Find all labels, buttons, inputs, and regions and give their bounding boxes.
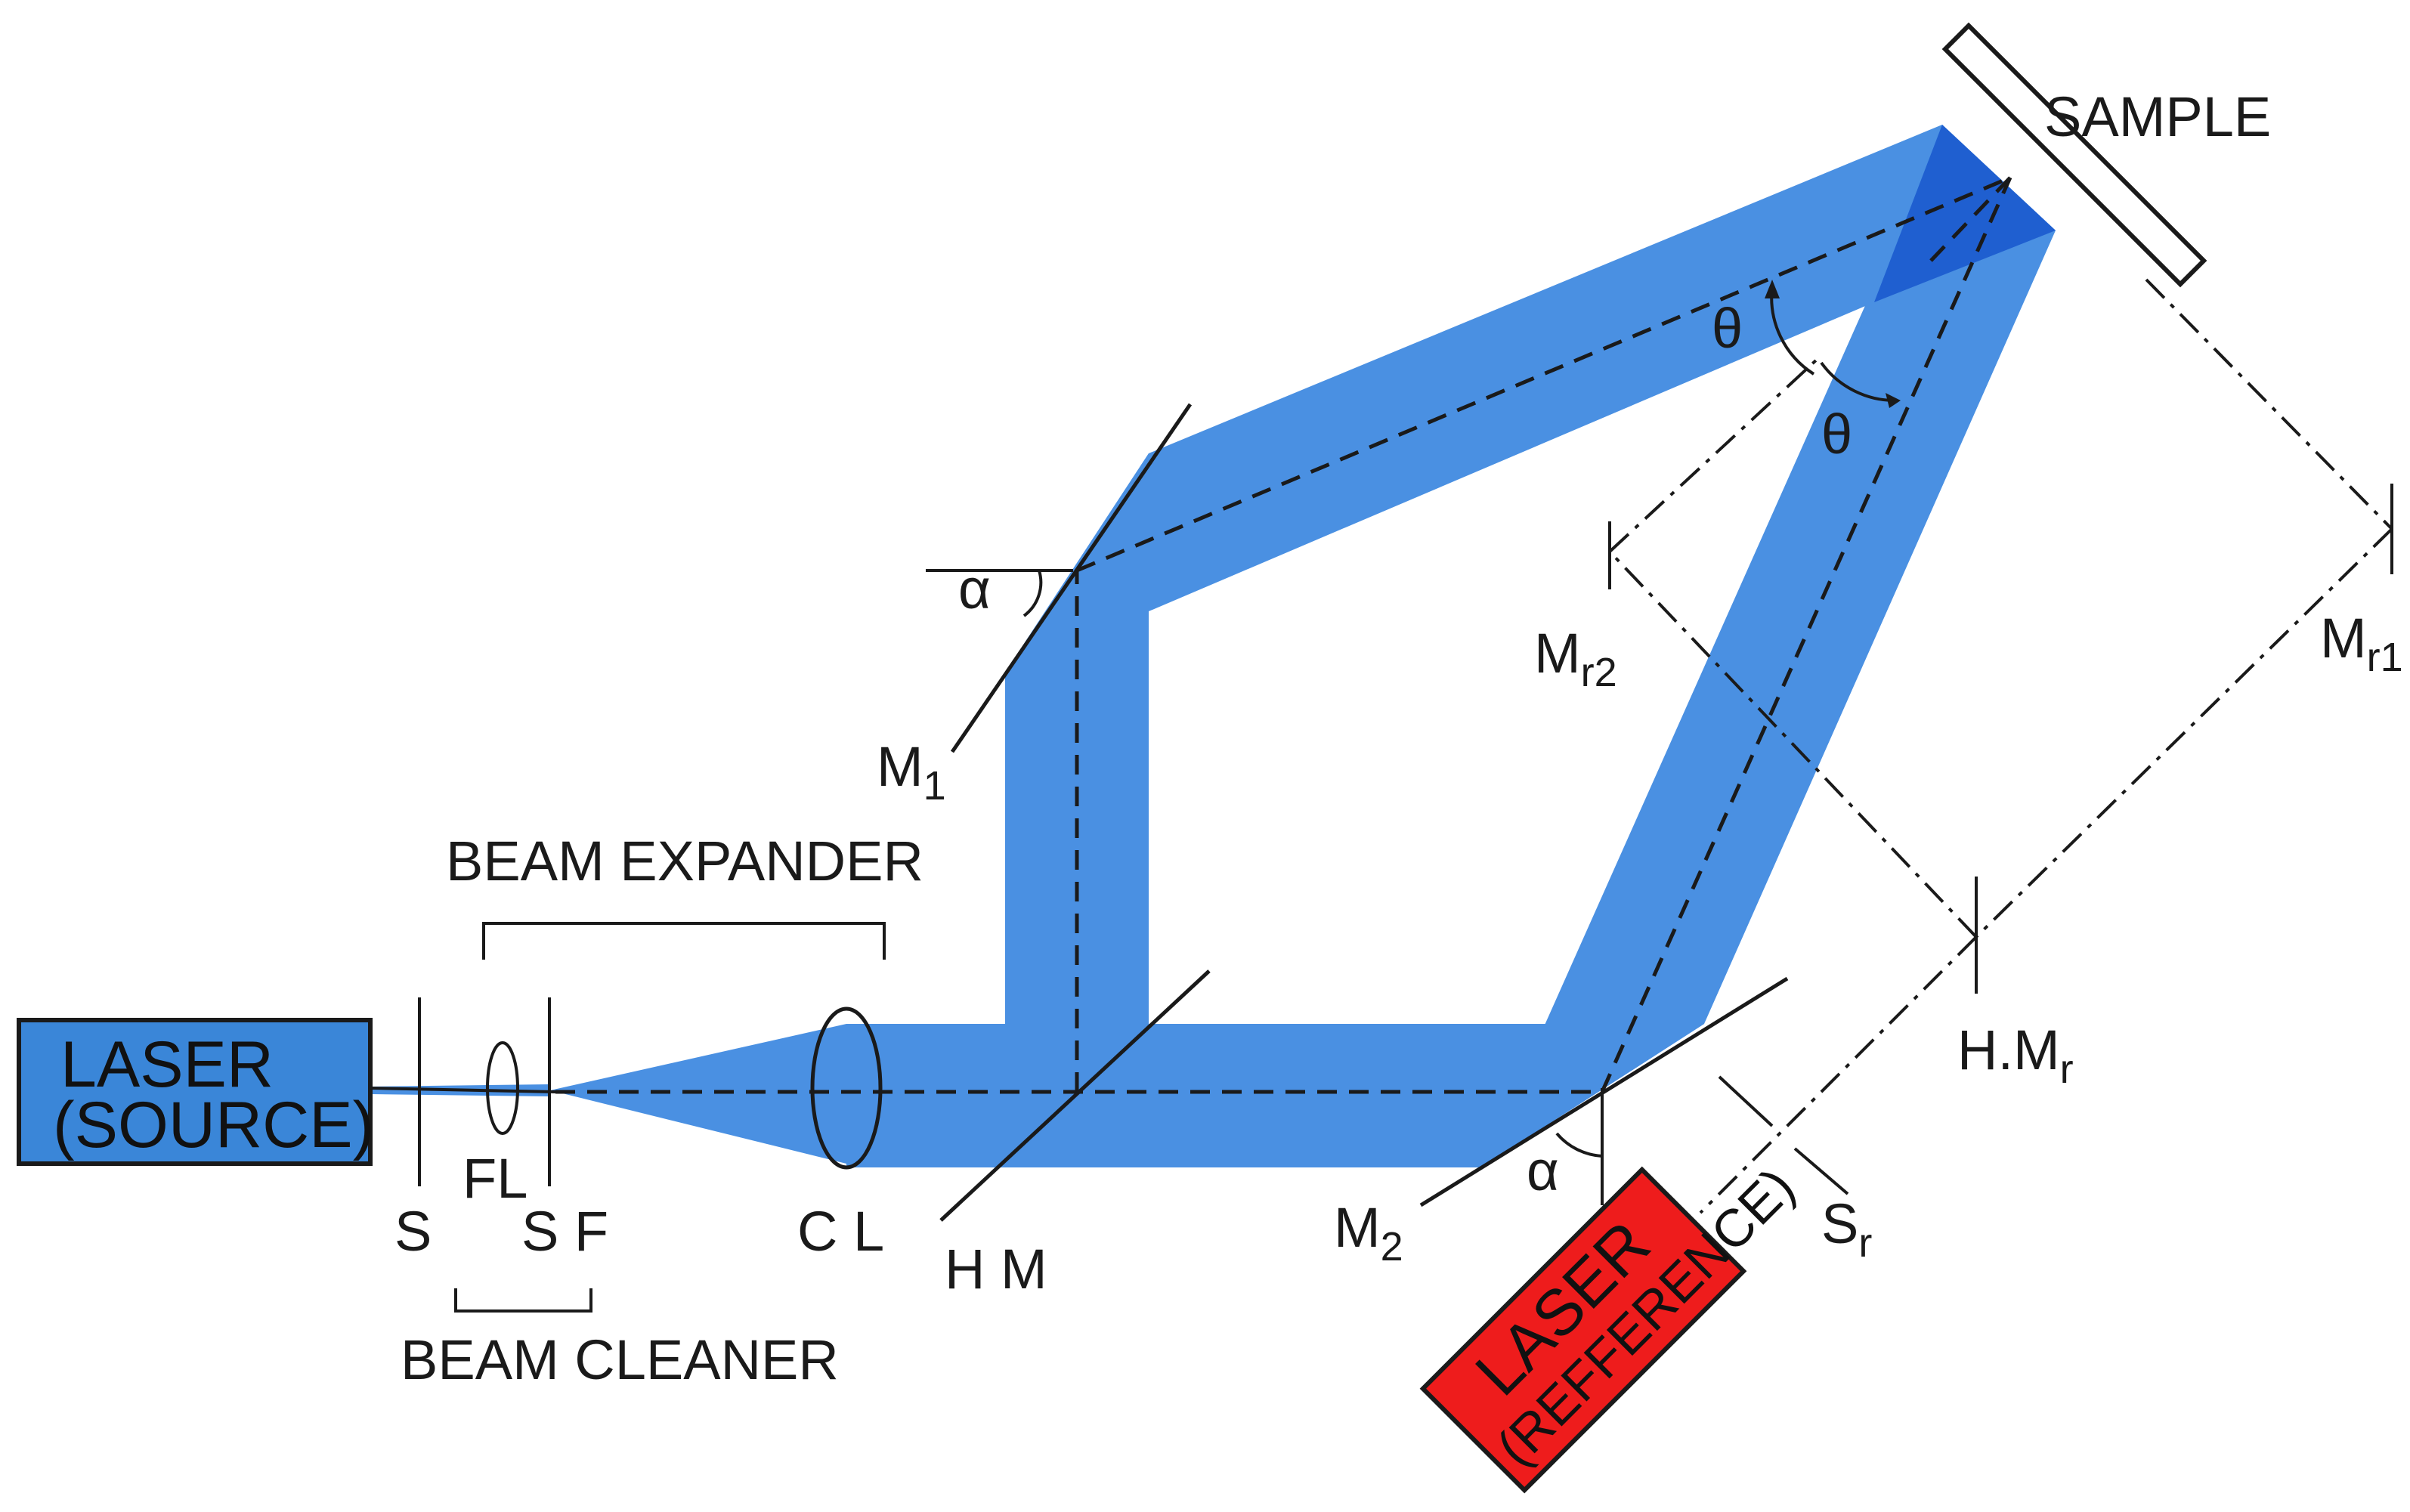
theta-top-label: θ	[1712, 297, 1743, 360]
beam-overlap-region	[1874, 125, 2056, 302]
alpha-bottom-label: α	[1527, 1139, 1559, 1202]
reference-beam-to-sample	[1481, 125, 2056, 1167]
sr-label: Sr	[1821, 1192, 1872, 1266]
beam-expander-label: BEAM EXPANDER	[446, 830, 923, 892]
laser-source-label-line1: LASER	[60, 1028, 274, 1101]
object-beam-to-sample	[1005, 125, 2056, 673]
beam-expander-bracket	[482, 922, 886, 960]
m2-label: M2	[1334, 1196, 1403, 1269]
laser-source-box[interactable]	[17, 1018, 373, 1166]
mr1-label: Mr1	[2320, 607, 2403, 680]
focusing-lens-fl	[486, 1041, 519, 1135]
theta-bottom-label: θ	[1821, 403, 1852, 465]
brackets	[454, 922, 886, 1313]
beam-cleaner-bracket	[454, 1288, 592, 1313]
labels: SAMPLE BEAM EXPANDER BEAM CLEANER S FL S…	[394, 85, 2403, 1391]
sf-label: S F	[521, 1200, 608, 1263]
mirror-m2	[1419, 976, 1789, 1207]
alpha-top-label: α	[958, 558, 991, 620]
half-mirror-hm	[939, 969, 1211, 1222]
sample-plate[interactable]	[1941, 22, 2207, 288]
horizontal-beam	[846, 1024, 1704, 1167]
fl-label: FL	[463, 1147, 527, 1210]
optical-elements	[371, 403, 1789, 1222]
hm-label: H M	[945, 1238, 1047, 1300]
angle-markers	[1022, 280, 1901, 1158]
slit-s-label: S	[394, 1200, 432, 1263]
beam-cleaner-label: BEAM CLEANER	[401, 1328, 839, 1391]
laser-source[interactable]: LASER (SOURCE)	[17, 1018, 374, 1166]
laser-source-label-line2: (SOURCE)	[53, 1089, 374, 1161]
reference-paths	[1608, 278, 2393, 1214]
laser-reference-box[interactable]	[1419, 1166, 1747, 1494]
cl-label: C L	[797, 1200, 884, 1263]
mr2-label: Mr2	[1534, 622, 1617, 695]
collimating-lens-cl	[810, 1006, 883, 1170]
mirror-m1	[950, 403, 1193, 753]
sample-label: SAMPLE	[2044, 85, 2271, 148]
hmr-label: H.Mr	[1957, 1019, 2074, 1092]
m1-label: M1	[877, 735, 946, 809]
